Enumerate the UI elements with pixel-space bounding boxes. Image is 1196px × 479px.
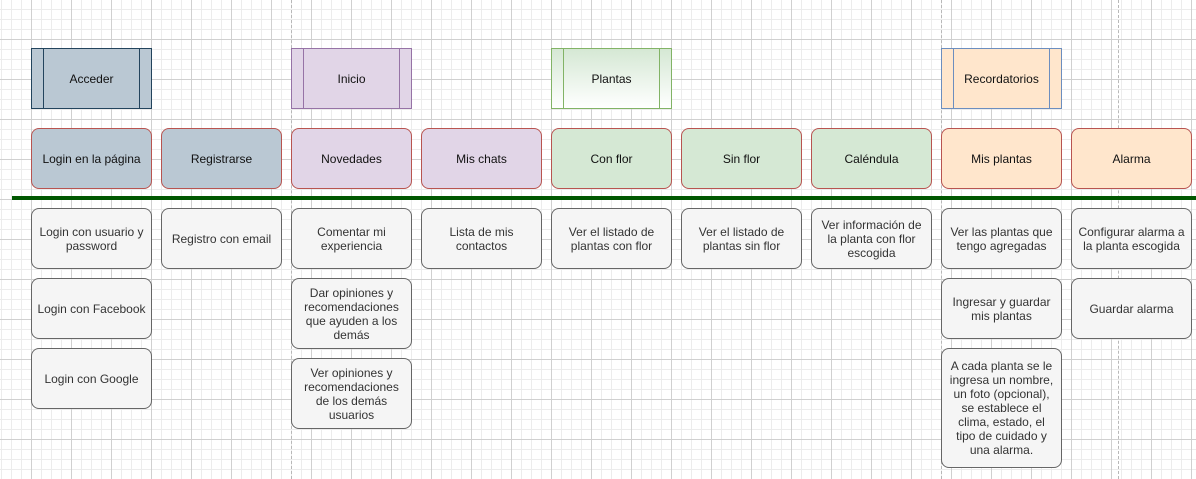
card-ver-opiniones[interactable]: Ver opiniones y recomendaciones de los d…: [291, 358, 412, 429]
feature-alarma[interactable]: Alarma: [1071, 128, 1192, 189]
feature-registrarse[interactable]: Registrarse: [161, 128, 282, 189]
card-guardar-alarma[interactable]: Guardar alarma: [1071, 278, 1192, 339]
card-text: Login con Facebook: [37, 301, 146, 316]
card-registro-email[interactable]: Registro con email: [161, 208, 282, 269]
card-text: A cada planta se le ingresa un nombre, u…: [949, 359, 1054, 457]
card-text: Login con Google: [44, 371, 139, 386]
section-label: Acceder: [69, 71, 114, 86]
card-text: Login con usuario y password: [39, 224, 144, 253]
card-listado-con-flor[interactable]: Ver el listado de plantas con flor: [551, 208, 672, 269]
card-text: Ver el listado de plantas sin flor: [698, 224, 785, 253]
feature-mis-plantas[interactable]: Mis plantas: [941, 128, 1062, 189]
section-inicio[interactable]: Inicio: [291, 48, 412, 109]
feature-label: Mis plantas: [971, 151, 1032, 166]
section-label: Recordatorios: [964, 71, 1039, 86]
feature-label: Login en la página: [42, 151, 141, 166]
card-dar-opiniones[interactable]: Dar opiniones y recomendaciones que ayud…: [291, 278, 412, 349]
feature-label: Mis chats: [456, 151, 507, 166]
section-acceder[interactable]: Acceder: [31, 48, 152, 109]
card-text: Ver opiniones y recomendaciones de los d…: [304, 365, 399, 422]
feature-label: Registrarse: [190, 151, 253, 166]
card-detalle-planta[interactable]: A cada planta se le ingresa un nombre, u…: [941, 348, 1062, 468]
card-login-facebook[interactable]: Login con Facebook: [31, 278, 152, 339]
card-text: Dar opiniones y recomendaciones que ayud…: [304, 285, 399, 342]
card-text: Ver información de la planta con flor es…: [821, 217, 922, 260]
section-label: Plantas: [591, 71, 632, 86]
feature-sin-flor[interactable]: Sin flor: [681, 128, 802, 189]
feature-label: Novedades: [321, 151, 382, 166]
feature-calendula[interactable]: Caléndula: [811, 128, 932, 189]
card-lista-contactos[interactable]: Lista de mis contactos: [421, 208, 542, 269]
card-text: Registro con email: [171, 231, 272, 246]
divider-line: [12, 196, 1196, 200]
card-text: Comentar mi experiencia: [317, 224, 386, 253]
card-ingresar-plantas[interactable]: Ingresar y guardar mis plantas: [941, 278, 1062, 339]
card-text: Guardar alarma: [1089, 301, 1174, 316]
feature-novedades[interactable]: Novedades: [291, 128, 412, 189]
feature-login[interactable]: Login en la página: [31, 128, 152, 189]
card-info-planta[interactable]: Ver información de la planta con flor es…: [811, 208, 932, 269]
section-label: Inicio: [337, 71, 366, 86]
card-login-google[interactable]: Login con Google: [31, 348, 152, 409]
feature-mis-chats[interactable]: Mis chats: [421, 128, 542, 189]
card-text: Lista de mis contactos: [449, 224, 514, 253]
card-text: Configurar alarma a la planta escogida: [1078, 224, 1185, 253]
card-text: Ver las plantas que tengo agregadas: [950, 224, 1053, 253]
card-listado-sin-flor[interactable]: Ver el listado de plantas sin flor: [681, 208, 802, 269]
card-ver-plantas[interactable]: Ver las plantas que tengo agregadas: [941, 208, 1062, 269]
feature-con-flor[interactable]: Con flor: [551, 128, 672, 189]
card-comentar-experiencia[interactable]: Comentar mi experiencia: [291, 208, 412, 269]
section-plantas[interactable]: Plantas: [551, 48, 672, 109]
card-configurar-alarma[interactable]: Configurar alarma a la planta escogida: [1071, 208, 1192, 269]
card-text: Ingresar y guardar mis plantas: [952, 294, 1051, 323]
section-recordatorios[interactable]: Recordatorios: [941, 48, 1062, 109]
feature-label: Alarma: [1112, 151, 1151, 166]
card-text: Ver el listado de plantas con flor: [568, 224, 655, 253]
feature-label: Sin flor: [722, 151, 761, 166]
feature-label: Caléndula: [844, 151, 899, 166]
feature-label: Con flor: [590, 151, 633, 166]
card-login-usuario[interactable]: Login con usuario y password: [31, 208, 152, 269]
